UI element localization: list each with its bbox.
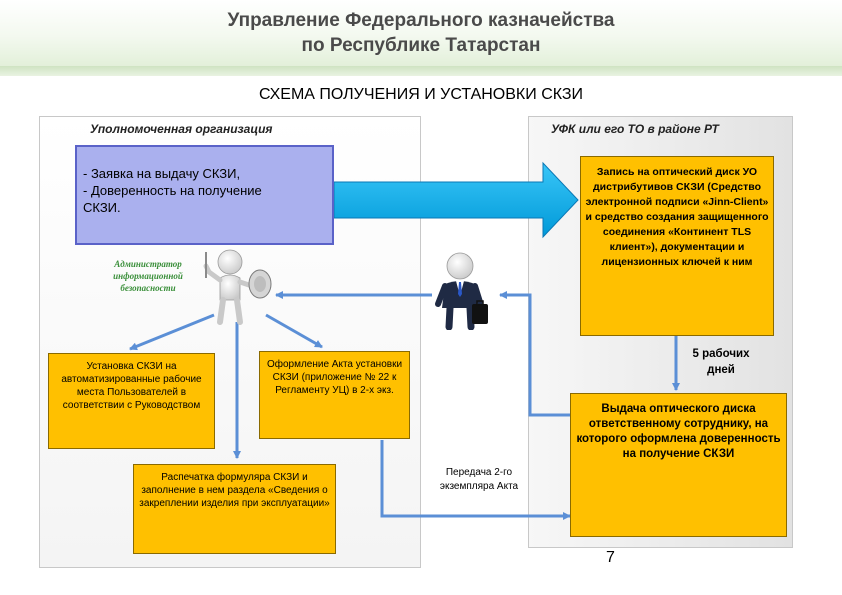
- admin-figure-with-shield-icon: [203, 249, 272, 325]
- page-number: 7: [606, 549, 615, 566]
- header-title-line2: по Республике Татарстан: [301, 35, 541, 56]
- connector-issue-to-courier: [499, 291, 570, 417]
- right-panel-title: УФК или его ТО в районе РТ: [551, 122, 719, 136]
- request-line-1: - Заявка на выдачу СКЗИ,: [83, 166, 241, 181]
- admin-label-line-3: безопасности: [120, 283, 176, 293]
- admin-label-line-1: Администратор: [114, 259, 182, 269]
- issue-box: Выдача оптического диска ответственному …: [570, 393, 787, 537]
- admin-label: Администратор информационной безопасност…: [88, 258, 208, 294]
- transfer-label: Передача 2-го экземпляра Акта: [439, 467, 519, 492]
- request-line-2: - Доверенность на получение: [83, 183, 262, 198]
- businessman-with-briefcase-icon: [435, 252, 488, 330]
- request-line-3: СКЗИ.: [83, 200, 121, 215]
- header-title-line1: Управление Федерального казначейства: [227, 10, 615, 31]
- install-box: Установка СКЗИ на автоматизированные раб…: [48, 353, 215, 449]
- header-divider: [0, 66, 842, 76]
- slide-title: СХЕМА ПОЛУЧЕНИЯ И УСТАНОВКИ СКЗИ: [258, 86, 584, 103]
- connector-admin-to-act: [265, 313, 323, 349]
- printout-box: Распечатка формуляра СКЗИ и заполнение в…: [133, 464, 336, 554]
- act-box: Оформление Акта установки СКЗИ (приложен…: [259, 351, 410, 439]
- right-arrow-icon: [333, 161, 579, 239]
- admin-label-line-2: информационной: [113, 271, 183, 281]
- connector-admin-to-install: [129, 313, 215, 351]
- connector-act-to-ufk: [380, 440, 571, 520]
- header: Управление Федерального казначейства по …: [0, 0, 842, 66]
- left-panel-title: Уполномоченная организация: [90, 122, 273, 136]
- days-label: 5 рабочих дней: [692, 348, 750, 376]
- disk-box: Запись на оптический диск УО дистрибутив…: [580, 156, 774, 336]
- request-box: - Заявка на выдачу СКЗИ, - Доверенность …: [75, 145, 334, 245]
